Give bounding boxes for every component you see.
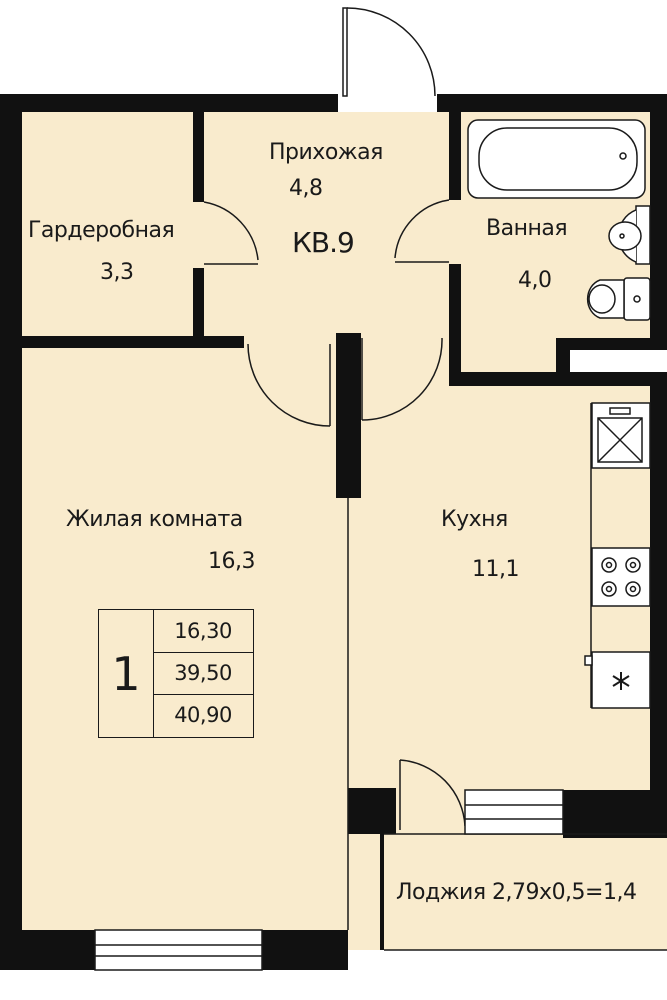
loggia-wall-left-thin: [380, 834, 384, 950]
bathroom-name: Ванная: [486, 216, 568, 241]
living-room-name: Жилая комната: [66, 507, 243, 532]
outer-wall-left: [0, 94, 22, 970]
walls: [0, 94, 667, 970]
kitchen-area: 11,1: [472, 557, 519, 582]
living-area-value: 16,30: [153, 610, 253, 653]
wardrobe-wall-horizontal: [22, 336, 244, 348]
kitchen-wall-right: [650, 386, 667, 794]
kitchen-units: [584, 402, 651, 709]
bath-wall-vertical-bottom: [449, 264, 461, 384]
loggia-label: Лоджия 2,79х0,5=1,4: [396, 880, 637, 905]
bath-shaft-inner: [570, 350, 667, 372]
wardrobe-name: Гардеробная: [28, 218, 175, 243]
living-room-area: 16,3: [208, 549, 255, 574]
floor-areas: [22, 112, 667, 950]
entrance-door: [342, 7, 436, 97]
bathroom-area: 4,0: [518, 268, 552, 293]
toilet-icon: [586, 277, 651, 321]
outer-wall-bottom-left: [0, 930, 95, 970]
outer-wall-bottom-mid: [262, 930, 348, 970]
wardrobe-area: 3,3: [100, 260, 134, 285]
loggia-pillar-right: [563, 790, 667, 838]
total-area-value: 39,50: [153, 652, 253, 695]
room-count: 1: [99, 610, 154, 737]
sink-icon: [608, 205, 651, 265]
hallway-name: Прихожая: [269, 140, 383, 165]
stove-icon: [591, 547, 651, 607]
area-table: 1 16,30 39,50 40,90: [98, 609, 254, 738]
bathtub-icon: [467, 119, 646, 199]
outer-wall-top-right: [437, 94, 667, 112]
loggia-wall-left: [348, 788, 396, 834]
living-window: [94, 929, 263, 971]
outer-wall-top-left: [0, 94, 338, 112]
fridge-icon: [591, 651, 651, 709]
total-with-loggia-value: 40,90: [174, 703, 232, 727]
apartment-number: КВ.9: [292, 226, 355, 259]
interior-doors: [203, 199, 466, 830]
bath-wall-vertical-top: [449, 112, 461, 200]
center-wall: [336, 333, 361, 498]
fridge-star-icon: [612, 672, 630, 690]
hallway-area: 4,8: [289, 176, 323, 201]
loggia-window: [348, 970, 667, 1000]
balcony-door: [464, 789, 564, 835]
wardrobe-wall-vertical-bottom: [193, 268, 204, 338]
kitchen-name: Кухня: [441, 507, 508, 532]
wardrobe-wall-vertical-top: [193, 112, 204, 202]
outer-wall-right: [650, 94, 667, 338]
windows: [94, 929, 667, 1000]
